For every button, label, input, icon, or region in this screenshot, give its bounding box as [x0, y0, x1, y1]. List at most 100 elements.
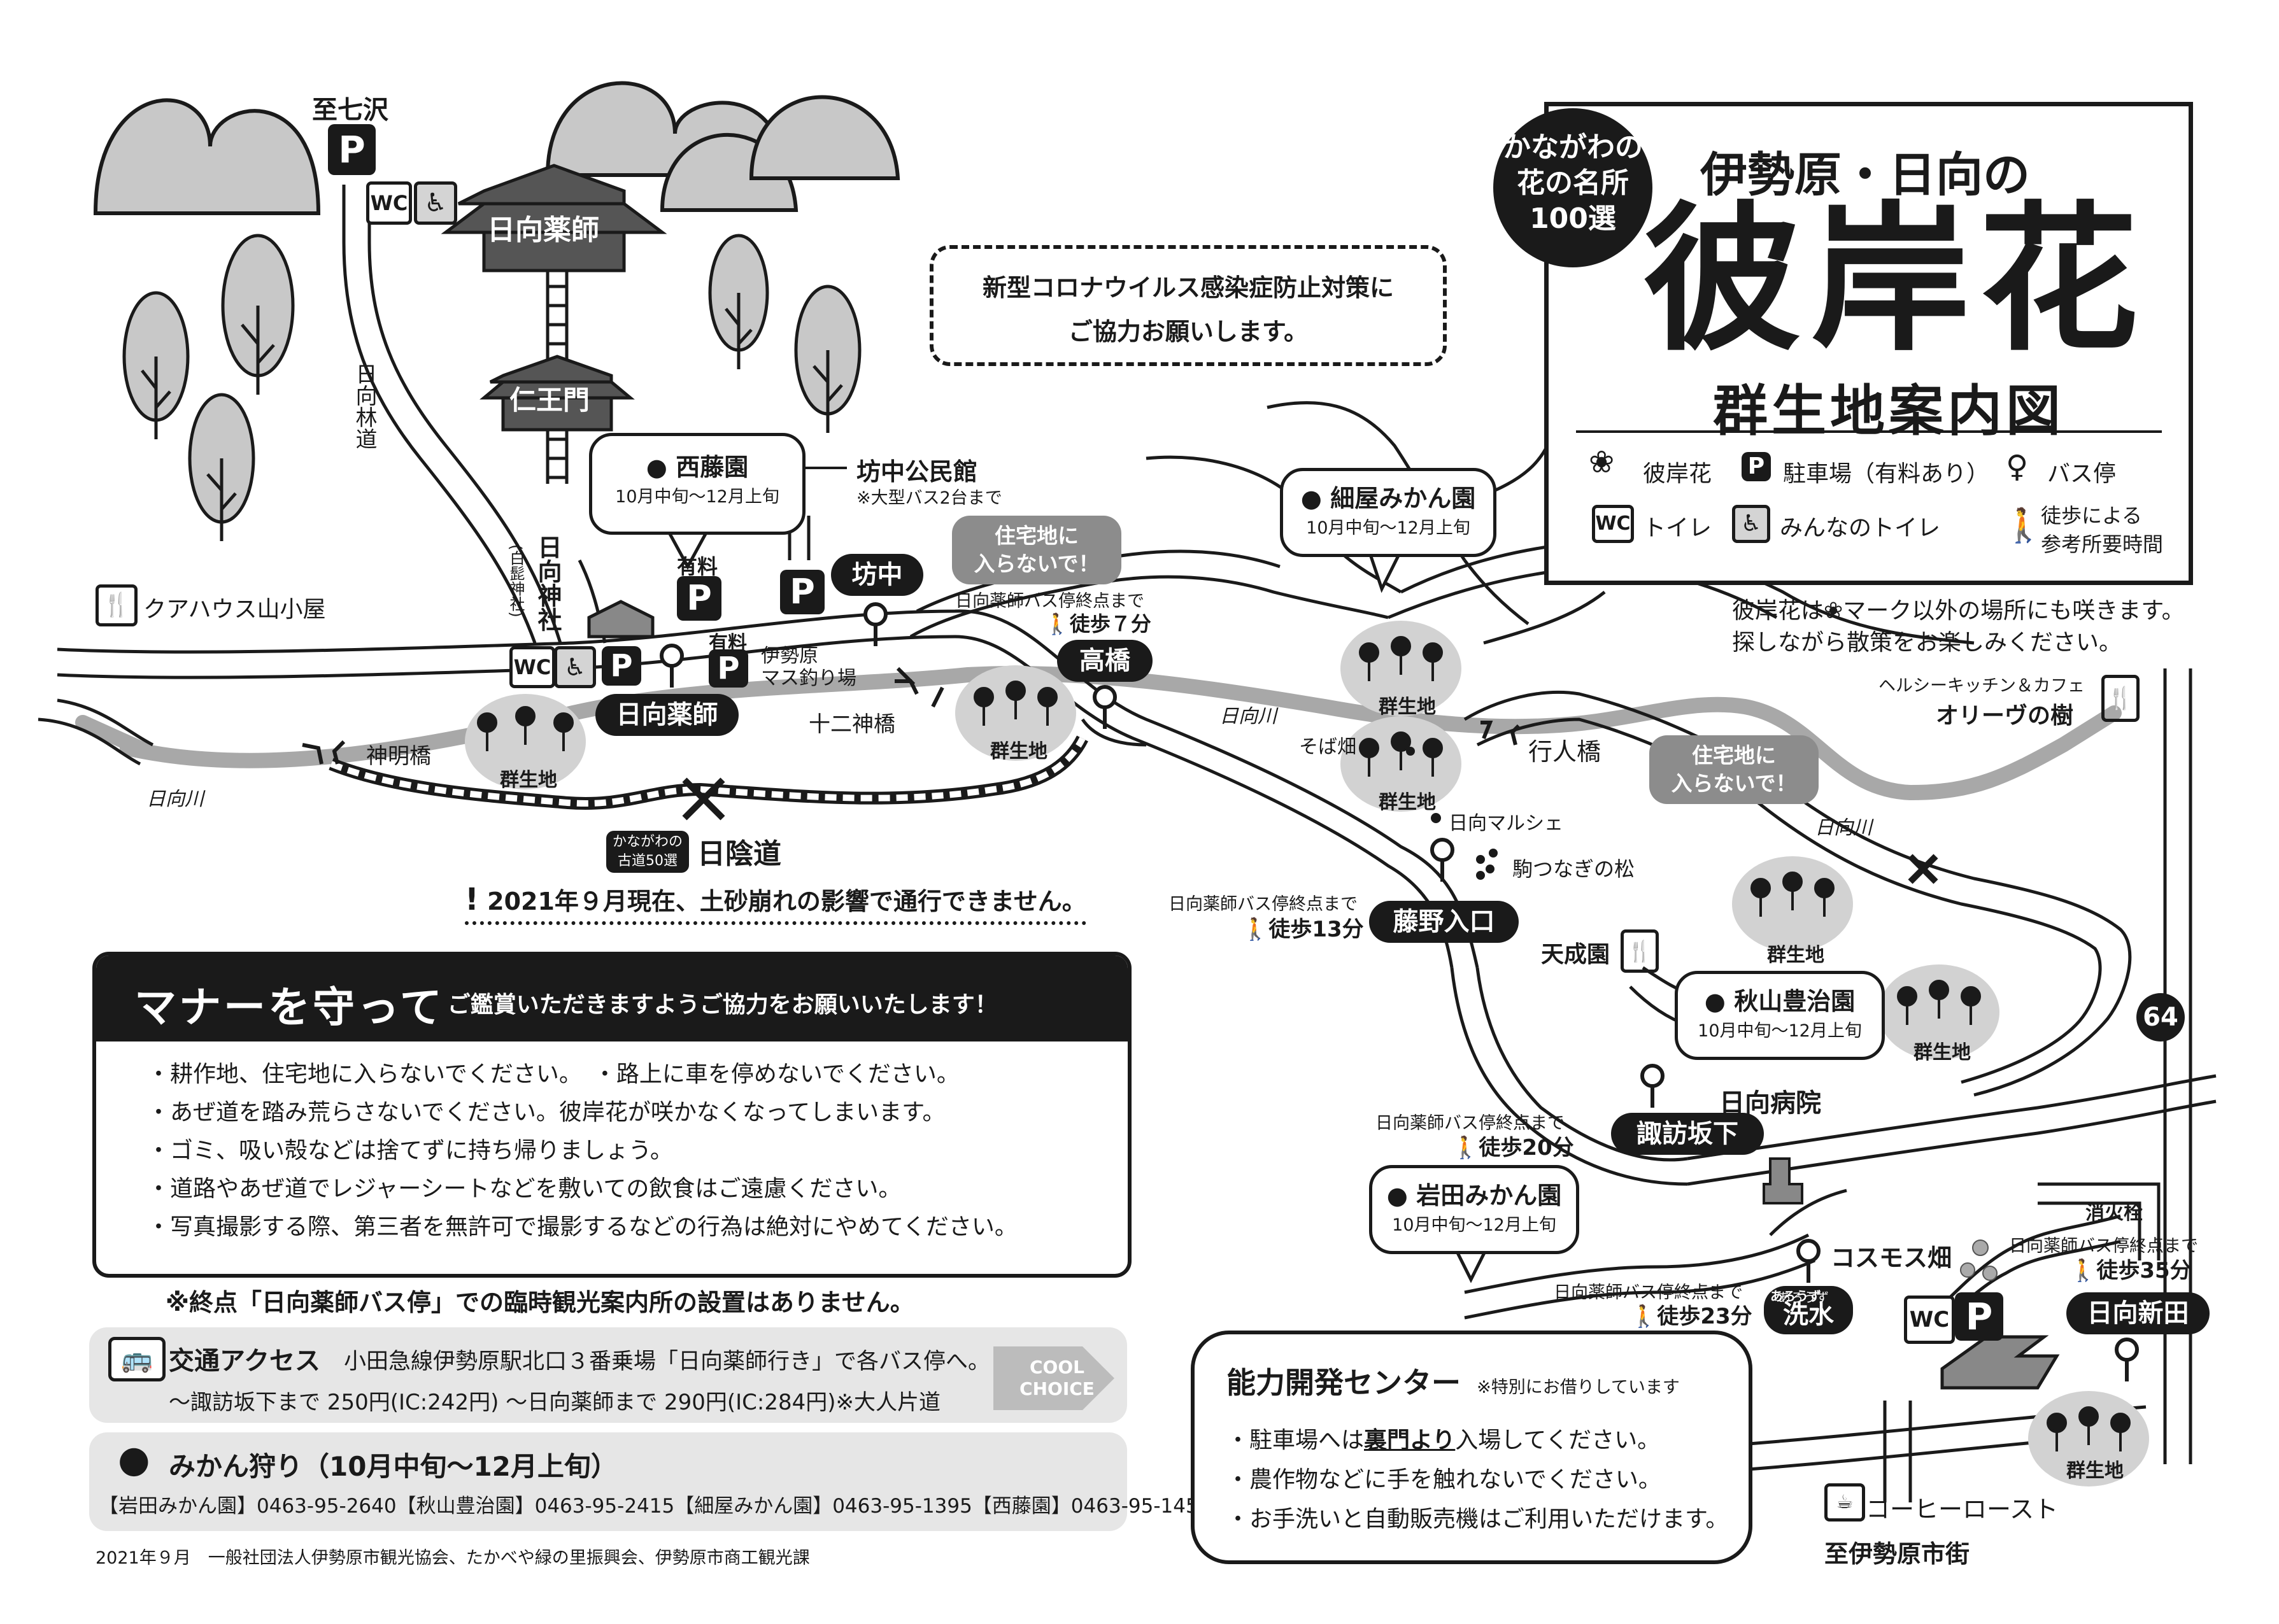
- walk-20: 🚶徒歩20分: [1452, 1130, 1574, 1161]
- manners-item: ・写真撮影する際、第三者を無許可で撮影するなどの行為は絶対にやめてください。: [147, 1214, 1018, 1240]
- coffee-icon: ☕: [1824, 1483, 1865, 1522]
- label-tenseien: 天成園: [1541, 942, 1610, 968]
- center-box: 能力開発センター ※特別にお借りしています ・駐車場へは裏門より入場してください…: [1191, 1331, 1752, 1564]
- label-niomon: 仁王門: [509, 385, 590, 416]
- legend-divider: [1576, 430, 2162, 433]
- walk-to-yakushi-13: 日向薬師バス停終点まで: [1168, 894, 1358, 914]
- legend-accessible-label: みんなのトイレ: [1780, 515, 1941, 541]
- corona-notice: 新型コロナウイルス感染症防止対策に ご協力お願いします。: [930, 245, 1447, 366]
- gunseichi-label: 群生地: [500, 769, 557, 791]
- legend-higanbana-label: 彼岸花: [1643, 461, 1712, 487]
- walk-7: 🚶徒歩７分: [1044, 608, 1151, 637]
- manners-list: ・耕作地、住宅地に入らないでください。 ・路上に車を停めないでください。 ・あぜ…: [96, 1041, 1128, 1246]
- bus-stop-araizu[interactable]: 洗水: [1764, 1286, 1853, 1334]
- label-arouzu-top: あろうず: [1778, 1290, 1829, 1305]
- walk-icon: 🚶: [1044, 612, 1070, 636]
- parking-bochu: P: [780, 570, 825, 614]
- saitoen-period: 10月中旬〜12月上旬: [615, 487, 779, 507]
- bus-stop-fujino-iriguchi[interactable]: 藤野入口: [1369, 901, 1519, 943]
- mountains: [93, 81, 900, 215]
- bus-stop-takahashi[interactable]: 高橋: [1057, 640, 1153, 682]
- label-bochu-bus-note: ※大型バス2台まで: [856, 488, 1002, 508]
- label-river-1: 日向川: [146, 788, 204, 810]
- kodo-badge-2: 古道50選: [618, 853, 678, 869]
- warning-icon: !: [465, 882, 479, 917]
- center-item-1a: ・駐車場へは: [1226, 1427, 1365, 1453]
- gunseichi-label: 群生地: [1379, 696, 1436, 718]
- jutaku-1a: 住宅地に: [995, 523, 1079, 548]
- mikan-icon: ●: [646, 453, 667, 481]
- label-kurhaus: クアハウス山小屋: [143, 597, 326, 623]
- walk-to-yakushi-20: 日向薬師バス停終点まで: [1375, 1113, 1565, 1133]
- label-shokasen: 消火栓: [2085, 1202, 2143, 1224]
- toilet-yakushi-bus: WC: [509, 646, 555, 688]
- bus-stop-suwazakashita[interactable]: 諏訪坂下: [1611, 1113, 1764, 1155]
- legend-parking-icon: P: [1742, 452, 1771, 481]
- temple-buildings: [441, 164, 667, 639]
- toilet-center: WC: [1904, 1296, 1955, 1344]
- legend-walk-label-2: 参考所要時間: [2041, 532, 2164, 556]
- walk-13: 🚶徒歩13分: [1242, 912, 1364, 943]
- hikage-michi-trail: [329, 735, 1088, 810]
- walk-icon: 🚶: [2070, 1258, 2097, 1283]
- closed-x-marks: [682, 777, 1938, 884]
- walk-20-text: 徒歩20分: [1479, 1135, 1574, 1161]
- footer-credits: 2021年９月 一般社団法人伊勢原市観光協会、たかべや緑の里振興会、伊勢原市商工…: [96, 1548, 810, 1568]
- access-line-2: 〜諏訪坂下まで 250円(IC:242円) 〜日向薬師まで 290円(IC:28…: [169, 1390, 941, 1415]
- walk-35: 🚶徒歩35分: [2070, 1253, 2192, 1284]
- label-shichisawa: 至七沢: [312, 95, 388, 125]
- route-64-text: 64: [2143, 1003, 2178, 1032]
- restaurant-icon-olive: 🍴: [2101, 675, 2140, 722]
- access-panel: [89, 1327, 1127, 1423]
- callout-akiyama: ● 秋山豊治園 10月中旬〜12月上旬: [1675, 971, 1885, 1060]
- bus-stop-bochu[interactable]: 坊中: [831, 554, 923, 596]
- bus-stop-hinata-yakushi[interactable]: 日向薬師: [595, 694, 739, 736]
- badge-line-1: かながわの: [1503, 131, 1643, 164]
- toilet-yakushi-temple: WC: [366, 181, 412, 225]
- kodo-badge-1: かながわの: [612, 834, 683, 850]
- legend-higanbana-icon: ❀: [1589, 444, 1615, 480]
- note-line-1: 彼岸花は❀マーク以外の場所にも咲きます。: [1732, 592, 2185, 625]
- access-label: 交通アクセス: [169, 1346, 320, 1376]
- jutaku-2a: 住宅地に: [1692, 743, 1776, 768]
- hospital-building: [1763, 1157, 1803, 1204]
- walk-icon: 🚶: [1452, 1135, 1479, 1161]
- walk-to-yakushi-7: 日向薬師バス停終点まで: [955, 591, 1144, 611]
- manners-item: ・ゴミ、吸い殻などは捨てずに持ち帰りましょう。: [147, 1138, 673, 1164]
- manners-item: ・道路やあぜ道でレジャーシートなどを敷いての飲食はご遠慮ください。: [147, 1176, 902, 1202]
- manners-subheading: ご鑑賞いただきますようご協力をお願いいたします！: [447, 992, 998, 1018]
- label-gyoninbashi: 行人橋: [1528, 738, 1601, 766]
- akiyama-period: 10月中旬〜12月上旬: [1698, 1021, 1862, 1041]
- manners-item: ・耕作地、住宅地に入らないでください。 ・路上に車を停めないでください。: [147, 1061, 960, 1087]
- gunseichi-label: 群生地: [1767, 944, 1824, 966]
- landslide-text: 2021年９月現在、土砂崩れの影響で通行できません。: [487, 887, 1086, 915]
- jutaku-2b: 入らないで！: [1671, 771, 1797, 796]
- legend-bus-stop-label: バス停: [2047, 461, 2117, 487]
- label-shirahige: (白髭神社): [507, 544, 525, 618]
- hosoya-name: 細屋みかん園: [1330, 484, 1476, 512]
- mikan-line: 【岩田みかん園】0463-95-2640【秋山豊治園】0463-95-2415【…: [99, 1495, 1211, 1518]
- center-note: ※特別にお借りしています: [1477, 1378, 1680, 1397]
- label-hinata-yakushi-temple: 日向薬師: [487, 214, 599, 246]
- mikan-panel-icon: ●: [118, 1437, 150, 1481]
- callout-iwata: ● 岩田みかん園 10月中旬〜12月上旬: [1369, 1165, 1579, 1254]
- legend-walk-label-1: 徒歩による: [2041, 504, 2143, 528]
- center-item-2: ・農作物などに手を触れないでください。: [1226, 1467, 1661, 1493]
- title-sub: 群生地案内図: [1713, 379, 2064, 443]
- title-badge: かながわの 花の名所 100選: [1493, 108, 1652, 267]
- no-info-center-note: ※終点「日向薬師バス停」での臨時観光案内所の設置はありません。: [166, 1289, 914, 1317]
- bus-stop-hinata-shinden[interactable]: 日向新田: [2066, 1292, 2210, 1334]
- accessible-toilet-yakushi-bus: ♿: [554, 646, 596, 688]
- mikan-icon: ●: [1386, 1182, 1408, 1210]
- note-line-1b: マーク以外の場所にも咲きます。: [1843, 598, 2185, 624]
- parking-paid-2: P: [709, 649, 748, 688]
- higanbana-glyphs: [477, 636, 2131, 1451]
- center-item-1c: 入場してください。: [1455, 1427, 1661, 1453]
- callout-hosoya: ● 細屋みかん園 10月中旬〜12月上旬: [1280, 468, 1496, 557]
- gunseichi-label: 群生地: [1913, 1041, 1971, 1064]
- walk-icon: 🚶: [1630, 1304, 1658, 1329]
- gunseichi-label: 群生地: [2066, 1460, 2124, 1482]
- walk-icon: 🚶: [1242, 917, 1269, 942]
